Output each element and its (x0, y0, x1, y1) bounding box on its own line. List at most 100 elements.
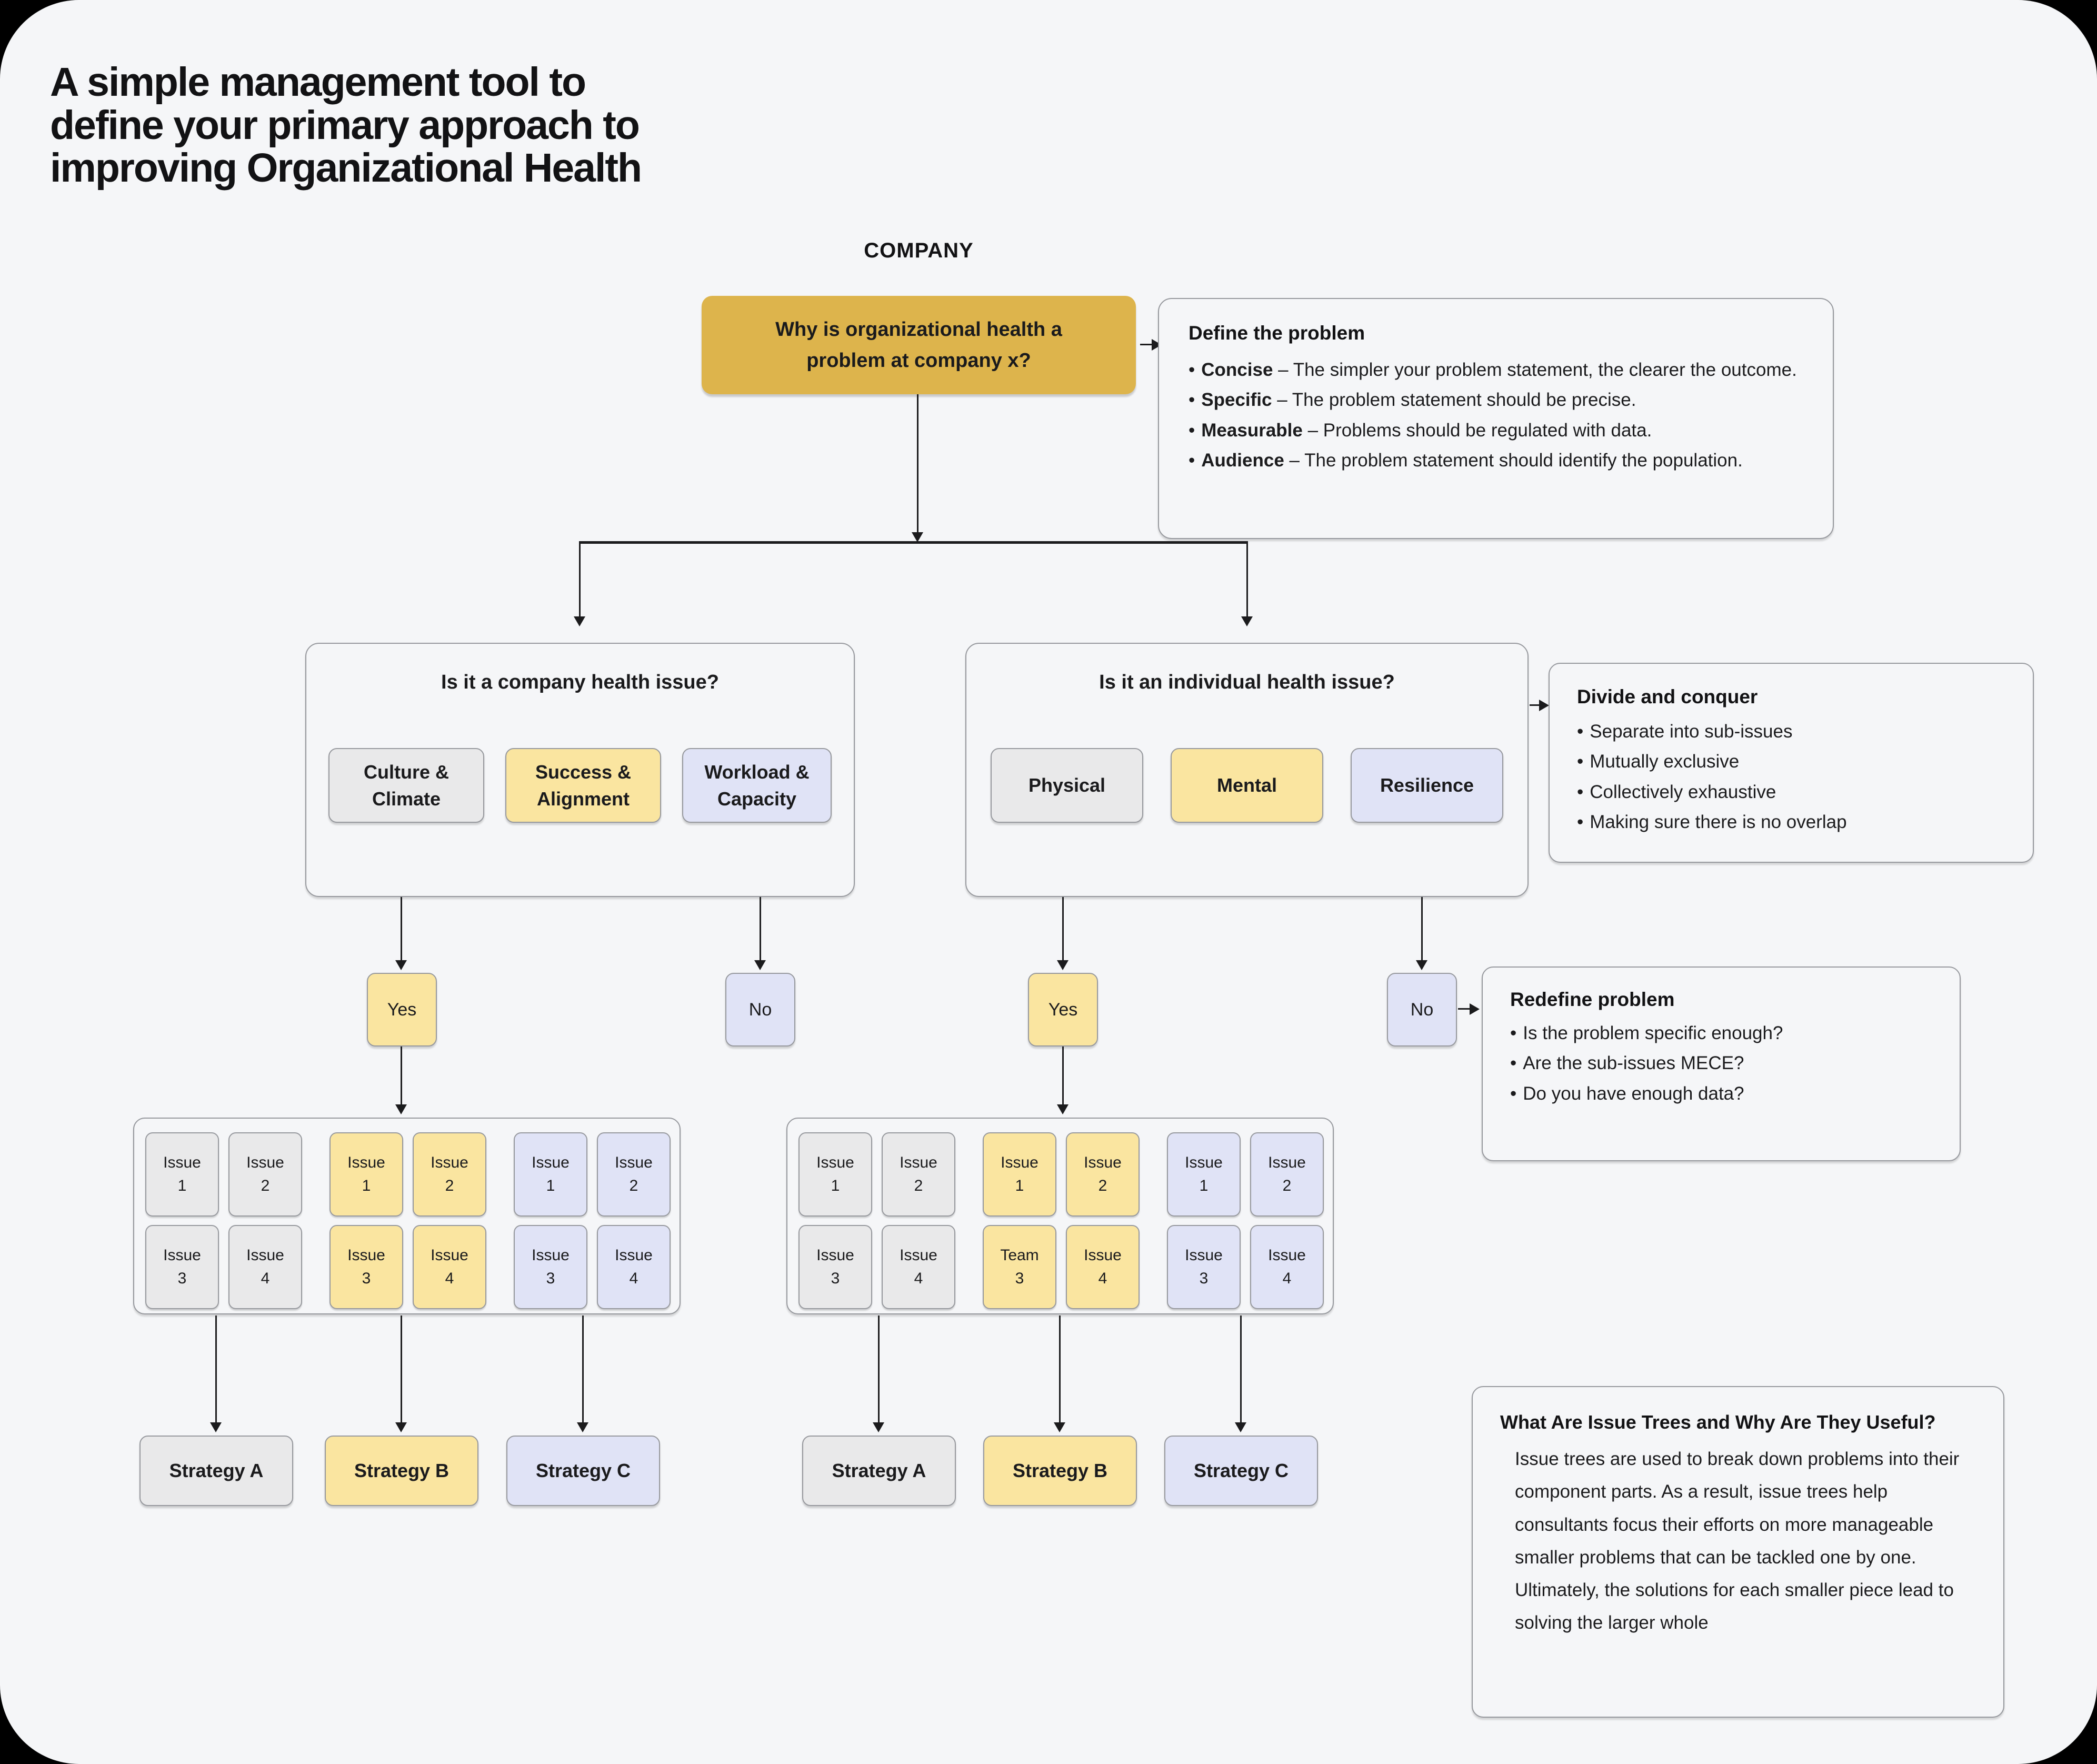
bullet-item: • Are the sub-issues MECE? (1510, 1048, 1932, 1078)
bullet-text: – Problems should be regulated with data… (1302, 420, 1652, 441)
strategy-c-box-right: Strategy C (1164, 1436, 1318, 1506)
bullet-term: Measurable (1201, 420, 1303, 441)
issue-chip: Issue 4 (597, 1225, 671, 1309)
arrowhead-yes-to-company-grid (395, 1104, 407, 1114)
option-chip-mental: Mental (1171, 748, 1323, 823)
issue-tree-info-box: What Are Issue Trees and Why Are They Us… (1472, 1386, 2004, 1718)
bullet-item-audience: •Audience – The problem statement should… (1189, 445, 1803, 475)
issue-chip: Issue 4 (882, 1225, 955, 1309)
bullet-text: Mutually exclusive (1590, 751, 1740, 772)
divide-conquer-heading: Divide and conquer (1577, 686, 1758, 707)
issue-chip: Issue 1 (1167, 1132, 1241, 1217)
option-chip-physical: Physical (991, 748, 1143, 823)
bullet-text: Making sure there is no overlap (1590, 812, 1847, 833)
issue-grid-row: Issue 3 Issue 4 Issue 3 Issue 4 Issue 3 … (145, 1225, 671, 1309)
strategy-a-box-right: Strategy A (802, 1436, 956, 1506)
redefine-problem-bullets: • Is the problem specific enough? • Are th… (1510, 1018, 1932, 1109)
redefine-problem-box: Redefine problem •Is the problem specifi… (1482, 966, 1961, 1161)
connector-grid-to-strategy-a-right (878, 1315, 880, 1423)
define-problem-box: Define the problem • Concise – The simple… (1158, 298, 1834, 539)
connector-split-left (579, 543, 581, 617)
define-problem-heading: Define the problem (1189, 322, 1365, 344)
define-problem-bullets: • Concise – The simpler your problem stat… (1189, 355, 1803, 476)
connector-root-to-define (1140, 344, 1154, 345)
bullet-dot: • (1189, 420, 1195, 441)
page-title: A simple management tool to define your … (50, 59, 642, 191)
individual-branch-options: Physical Mental Resilience (991, 748, 1503, 823)
company-issue-grid: Issue 1 Issue 2 Issue 1 Issue 2 Issue 1 … (133, 1118, 681, 1314)
company-branch-question: Is it a company health issue? (441, 671, 719, 693)
divide-conquer-box: Divide and conquer •Separate into sub-is… (1549, 663, 2034, 863)
bullet-term: Specific (1201, 390, 1272, 411)
issue-chip: Issue 1 (514, 1132, 587, 1217)
issue-chip: Issue 4 (1066, 1225, 1140, 1309)
option-chip-resilience: Resilience (1351, 748, 1503, 823)
bullet-dot: • (1189, 360, 1195, 380)
bullet-item-measurable: • Measurable – Problems should be regulat… (1189, 415, 1803, 445)
bullet-text: Is the problem specific enough? (1523, 1023, 1783, 1043)
bullet-dot: • (1510, 1023, 1517, 1043)
bullet-item-concise: • Concise – The simpler your problem stat… (1189, 355, 1803, 385)
individual-branch-question: Is it an individual health issue? (1099, 671, 1395, 693)
bullet-item: •Mutually exclusive (1577, 746, 2005, 776)
issue-chip: Issue 3 (145, 1225, 219, 1309)
individual-branch-box: Is it an individual health issue? Physic… (965, 643, 1529, 897)
connector-no-to-redefine (1458, 1008, 1471, 1010)
bullet-text: – The problem statement should be precis… (1272, 390, 1636, 411)
company-branch-box: Is it a company health issue? Culture & … (305, 643, 855, 897)
issue-chip: Issue 4 (228, 1225, 302, 1309)
divide-conquer-bullets: •Separate into sub-issues •Mutually excl… (1577, 716, 2005, 838)
bullet-text: Separate into sub-issues (1590, 721, 1793, 742)
arrowhead-company-to-no (754, 960, 766, 970)
bullet-dot: • (1577, 781, 1584, 802)
bullet-item: • Making sure there is no overlap (1577, 807, 2005, 837)
issue-chip-team: Team 3 (983, 1225, 1056, 1309)
bullet-item: •Separate into sub-issues (1577, 716, 2005, 746)
issue-chip: Issue 2 (882, 1132, 955, 1217)
strategy-b-box-right: Strategy B (983, 1436, 1137, 1506)
connector-company-to-yes (401, 897, 402, 961)
issue-chip: Issue 3 (329, 1225, 403, 1309)
issue-chip: Issue 2 (413, 1132, 486, 1217)
arrowhead-branch-to-divide (1539, 700, 1549, 711)
connector-company-to-no (760, 897, 761, 961)
arrowhead-root-trunk (912, 532, 923, 542)
arrowhead-grid-to-strategy-b-right (1054, 1422, 1065, 1432)
bullet-text: Are the sub-issues MECE? (1523, 1053, 1744, 1074)
connector-grid-to-strategy-c-right (1240, 1315, 1242, 1423)
option-chip-workload-capacity: Workload & Capacity (682, 748, 832, 823)
company-no-pill: No (725, 973, 795, 1047)
arrowhead-grid-to-strategy-a (210, 1422, 222, 1432)
issue-chip: Issue 3 (514, 1225, 587, 1309)
bullet-item-specific: •Specific – The problem statement should… (1189, 385, 1803, 415)
connector-individual-to-no (1421, 897, 1423, 961)
option-chip-culture-climate: Culture & Climate (328, 748, 484, 823)
issue-chip: Issue 1 (329, 1132, 403, 1217)
bullet-term: Concise (1201, 360, 1273, 380)
issue-chip: Issue 2 (1250, 1132, 1324, 1217)
connector-root-trunk (917, 394, 918, 535)
issue-chip: Issue 2 (228, 1132, 302, 1217)
bullet-dot: • (1510, 1053, 1517, 1074)
issue-chip: Issue 4 (413, 1225, 486, 1309)
root-question-text: Why is organizational health a problem a… (775, 318, 1062, 372)
issue-grid-row: Issue 3 Issue 4 Team 3 Issue 4 Issue 3 I… (798, 1225, 1324, 1309)
issue-grid-row: Issue 1 Issue 2 Issue 1 Issue 2 Issue 1 … (798, 1132, 1324, 1217)
issue-chip: Issue 1 (145, 1132, 219, 1217)
strategy-b-box: Strategy B (325, 1436, 478, 1506)
bullet-text: – The simpler your problem statement, th… (1273, 360, 1797, 380)
company-yes-pill: Yes (367, 973, 437, 1047)
bullet-dot: • (1510, 1083, 1517, 1104)
company-branch-options: Culture & Climate Success & Alignment Wo… (328, 748, 832, 823)
option-chip-success-alignment: Success & Alignment (505, 748, 661, 823)
connector-split-right (1246, 543, 1248, 617)
individual-no-pill: No (1387, 973, 1457, 1047)
individual-yes-pill: Yes (1028, 973, 1098, 1047)
issue-grid-row: Issue 1 Issue 2 Issue 1 Issue 2 Issue 1 … (145, 1132, 671, 1217)
bullet-dot: • (1577, 812, 1584, 833)
arrowhead-grid-to-strategy-c-right (1235, 1422, 1246, 1432)
issue-tree-info-heading: What Are Issue Trees and Why Are They Us… (1500, 1411, 1936, 1433)
connector-yes-to-individual-grid (1062, 1047, 1064, 1105)
issue-chip: Issue 2 (597, 1132, 671, 1217)
issue-chip: Issue 2 (1066, 1132, 1140, 1217)
